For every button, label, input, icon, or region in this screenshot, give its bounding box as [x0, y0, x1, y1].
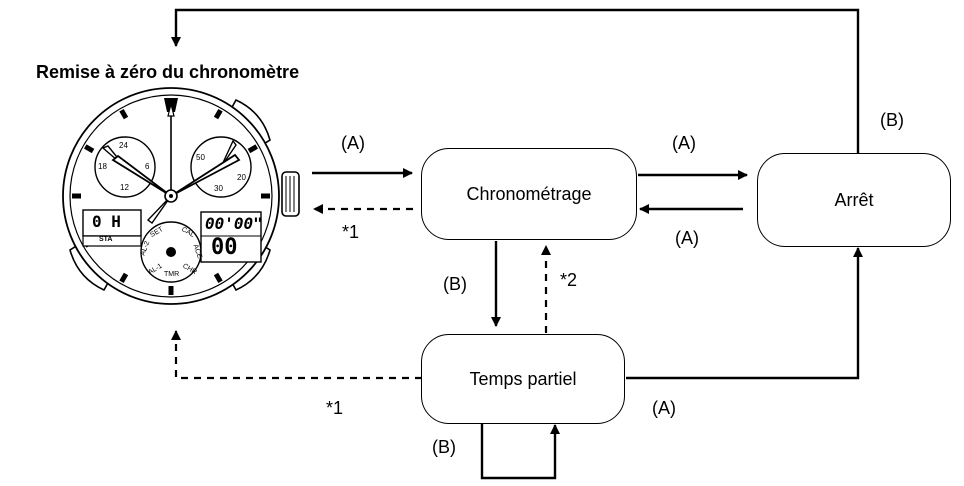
hour-marker: [84, 144, 95, 154]
watch-sub-left-18: 18: [98, 162, 107, 171]
watch-digital-left: 0 H: [92, 212, 121, 231]
watch-sub-right-20: 20: [237, 173, 246, 182]
label-b-split-self: (B): [432, 437, 456, 457]
state-chronometrage-label: Chronométrage: [466, 183, 592, 204]
state-arret-label: Arrêt: [834, 189, 874, 210]
watch-sub-right-30: 30: [214, 184, 223, 193]
watch-digital-right-top: 00'00": [205, 214, 263, 233]
arrow-split-to-reset-dashed: [171, 330, 422, 380]
watch-sub-left-24: 24: [119, 141, 128, 150]
label-b-chrono-to-split: (B): [443, 274, 467, 294]
state-temps-partiel: Temps partiel: [421, 334, 625, 424]
label-note2: *2: [560, 270, 578, 290]
label-note1-upper: *1: [342, 222, 360, 242]
watch-sub-right-50: 50: [196, 153, 205, 162]
arrow-split-to-stop: [626, 247, 863, 380]
label-b-stop-to-reset: (B): [880, 110, 904, 130]
watch-mode-tag: STA: [99, 236, 113, 243]
watch-digital-right-big: 00: [211, 235, 238, 260]
arrow-split-self-loop: [480, 423, 560, 480]
state-arret: Arrêt: [757, 153, 951, 247]
label-a-stop-to-chrono: (A): [675, 228, 699, 248]
watch-sub-left-6: 6: [145, 162, 150, 171]
label-a-chrono-to-stop: (A): [672, 133, 696, 153]
arrow-stop-to-reset: [171, 8, 860, 153]
hour-marker: [119, 109, 129, 120]
label-a-reset-to-chrono: (A): [341, 133, 365, 153]
hour-marker: [119, 272, 129, 283]
reset-title: Remise à zéro du chronomètre: [36, 62, 300, 82]
state-temps-partiel-label: Temps partiel: [469, 368, 577, 389]
hour-marker: [247, 144, 258, 154]
state-chronometrage: Chronométrage: [421, 148, 637, 240]
watch-sub-left-12: 12: [120, 183, 129, 192]
label-note1-lower: *1: [326, 398, 344, 418]
label-a-split-to-stop: (A): [652, 398, 676, 418]
watch-illustration: [62, 87, 300, 305]
hour-marker: [213, 109, 223, 120]
hour-marker: [213, 272, 223, 283]
watch-mode-ring-tmr: TMR: [164, 271, 180, 278]
